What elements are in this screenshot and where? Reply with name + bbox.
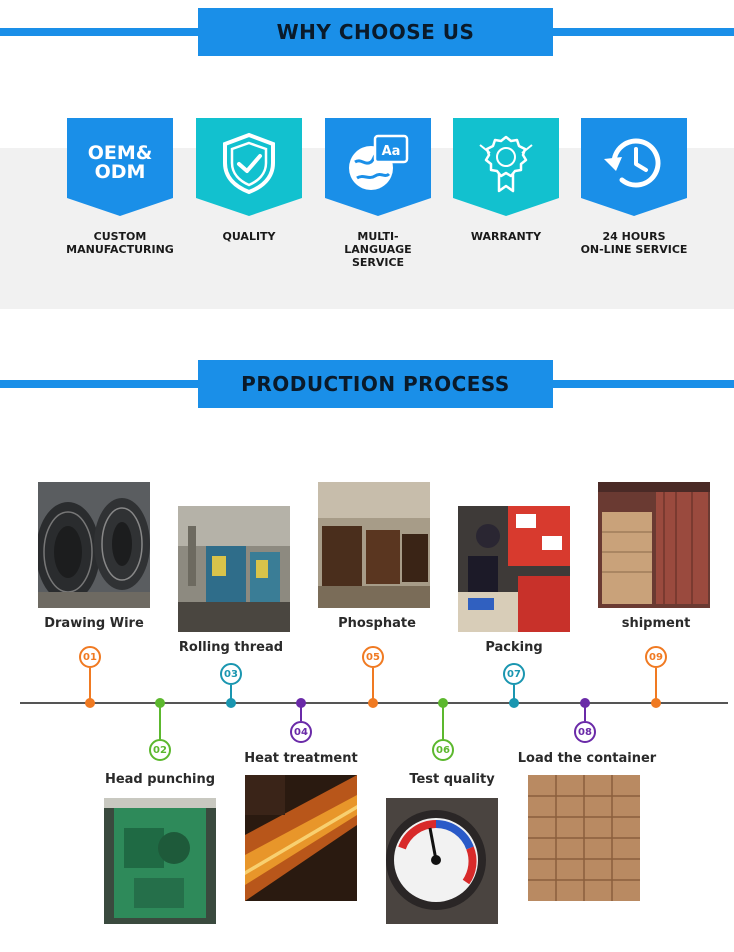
feature-label: MULTI-LANGUAGE SERVICE <box>344 230 412 269</box>
step-dot <box>296 698 306 708</box>
step-stem <box>513 685 515 704</box>
step-dot <box>226 698 236 708</box>
step-number-03: 03 <box>220 663 242 685</box>
feature-badge <box>581 118 687 216</box>
step-number-05: 05 <box>362 646 384 668</box>
photo-rolling-thread <box>178 506 290 632</box>
step-label-head-punching: Head punching <box>104 772 216 787</box>
award-ribbon-icon <box>453 128 559 198</box>
why-choose-us-header: WHY CHOOSE US <box>0 8 734 56</box>
feature-custom-manufacturing: OEM& ODM CUSTOM MANUFACTURING <box>66 118 174 256</box>
step-stem <box>442 703 444 740</box>
feature-badge <box>196 118 302 216</box>
step-dot <box>509 698 519 708</box>
step-number-07: 07 <box>503 663 525 685</box>
why-choose-us-title: WHY CHOOSE US <box>276 20 475 44</box>
step-label-shipment: shipment <box>621 616 691 631</box>
oem-odm-badge: OEM& ODM <box>67 128 173 198</box>
step-dot <box>368 698 378 708</box>
photo-shipment <box>598 482 710 608</box>
shield-check-icon <box>196 128 302 198</box>
step-stem <box>230 685 232 704</box>
step-label-rolling-thread: Rolling thread <box>178 640 284 655</box>
header-title-box: PRODUCTION PROCESS <box>198 360 553 408</box>
step-dot <box>580 698 590 708</box>
step-dot <box>651 698 661 708</box>
svg-text:Aa: Aa <box>382 144 401 159</box>
step-stem <box>89 668 91 704</box>
step-number-08: 08 <box>574 721 596 743</box>
step-stem <box>372 668 374 704</box>
step-number-04: 04 <box>290 721 312 743</box>
step-dot <box>438 698 448 708</box>
step-label-test-quality: Test quality <box>409 772 495 787</box>
photo-head-punching <box>104 798 216 924</box>
photo-drawing-wire <box>38 482 150 608</box>
feature-label: QUALITY <box>222 230 276 243</box>
step-number-06: 06 <box>432 739 454 761</box>
step-label-drawing-wire: Drawing Wire <box>44 616 144 631</box>
feature-badge <box>453 118 559 216</box>
feature-label: CUSTOM MANUFACTURING <box>66 230 174 256</box>
step-label-load-container: Load the container <box>517 751 657 766</box>
photo-test-quality <box>386 798 498 924</box>
feature-badge: Aa <box>325 118 431 216</box>
step-stem <box>300 703 302 721</box>
step-number-02: 02 <box>149 739 171 761</box>
step-number-09: 09 <box>645 646 667 668</box>
feature-warranty: WARRANTY <box>452 118 560 243</box>
step-stem <box>584 703 586 721</box>
step-stem <box>655 668 657 704</box>
photo-phosphate <box>318 482 430 608</box>
step-stem <box>159 703 161 740</box>
photo-packing <box>458 506 570 632</box>
feature-quality: QUALITY <box>195 118 303 243</box>
photo-load-container <box>528 775 640 901</box>
language-globe-icon: Aa <box>325 128 431 198</box>
production-process-title: PRODUCTION PROCESS <box>241 372 510 396</box>
feature-24-hours: 24 HOURS ON-LINE SERVICE <box>580 118 688 256</box>
feature-multi-language: Aa MULTI-LANGUAGE SERVICE <box>324 118 432 269</box>
step-label-phosphate: Phosphate <box>338 616 416 631</box>
photo-heat-treatment <box>245 775 357 901</box>
feature-badge: OEM& ODM <box>67 118 173 216</box>
step-dot <box>155 698 165 708</box>
feature-label: WARRANTY <box>470 230 542 243</box>
step-label-packing: Packing <box>485 640 543 655</box>
header-title-box: WHY CHOOSE US <box>198 8 553 56</box>
oem-odm-text: OEM& ODM <box>87 142 153 183</box>
step-dot <box>85 698 95 708</box>
clock-history-icon <box>581 128 687 198</box>
production-process-header: PRODUCTION PROCESS <box>0 360 734 408</box>
step-number-01: 01 <box>79 646 101 668</box>
feature-label: 24 HOURS ON-LINE SERVICE <box>580 230 688 256</box>
step-label-heat-treatment: Heat treatment <box>244 751 358 766</box>
